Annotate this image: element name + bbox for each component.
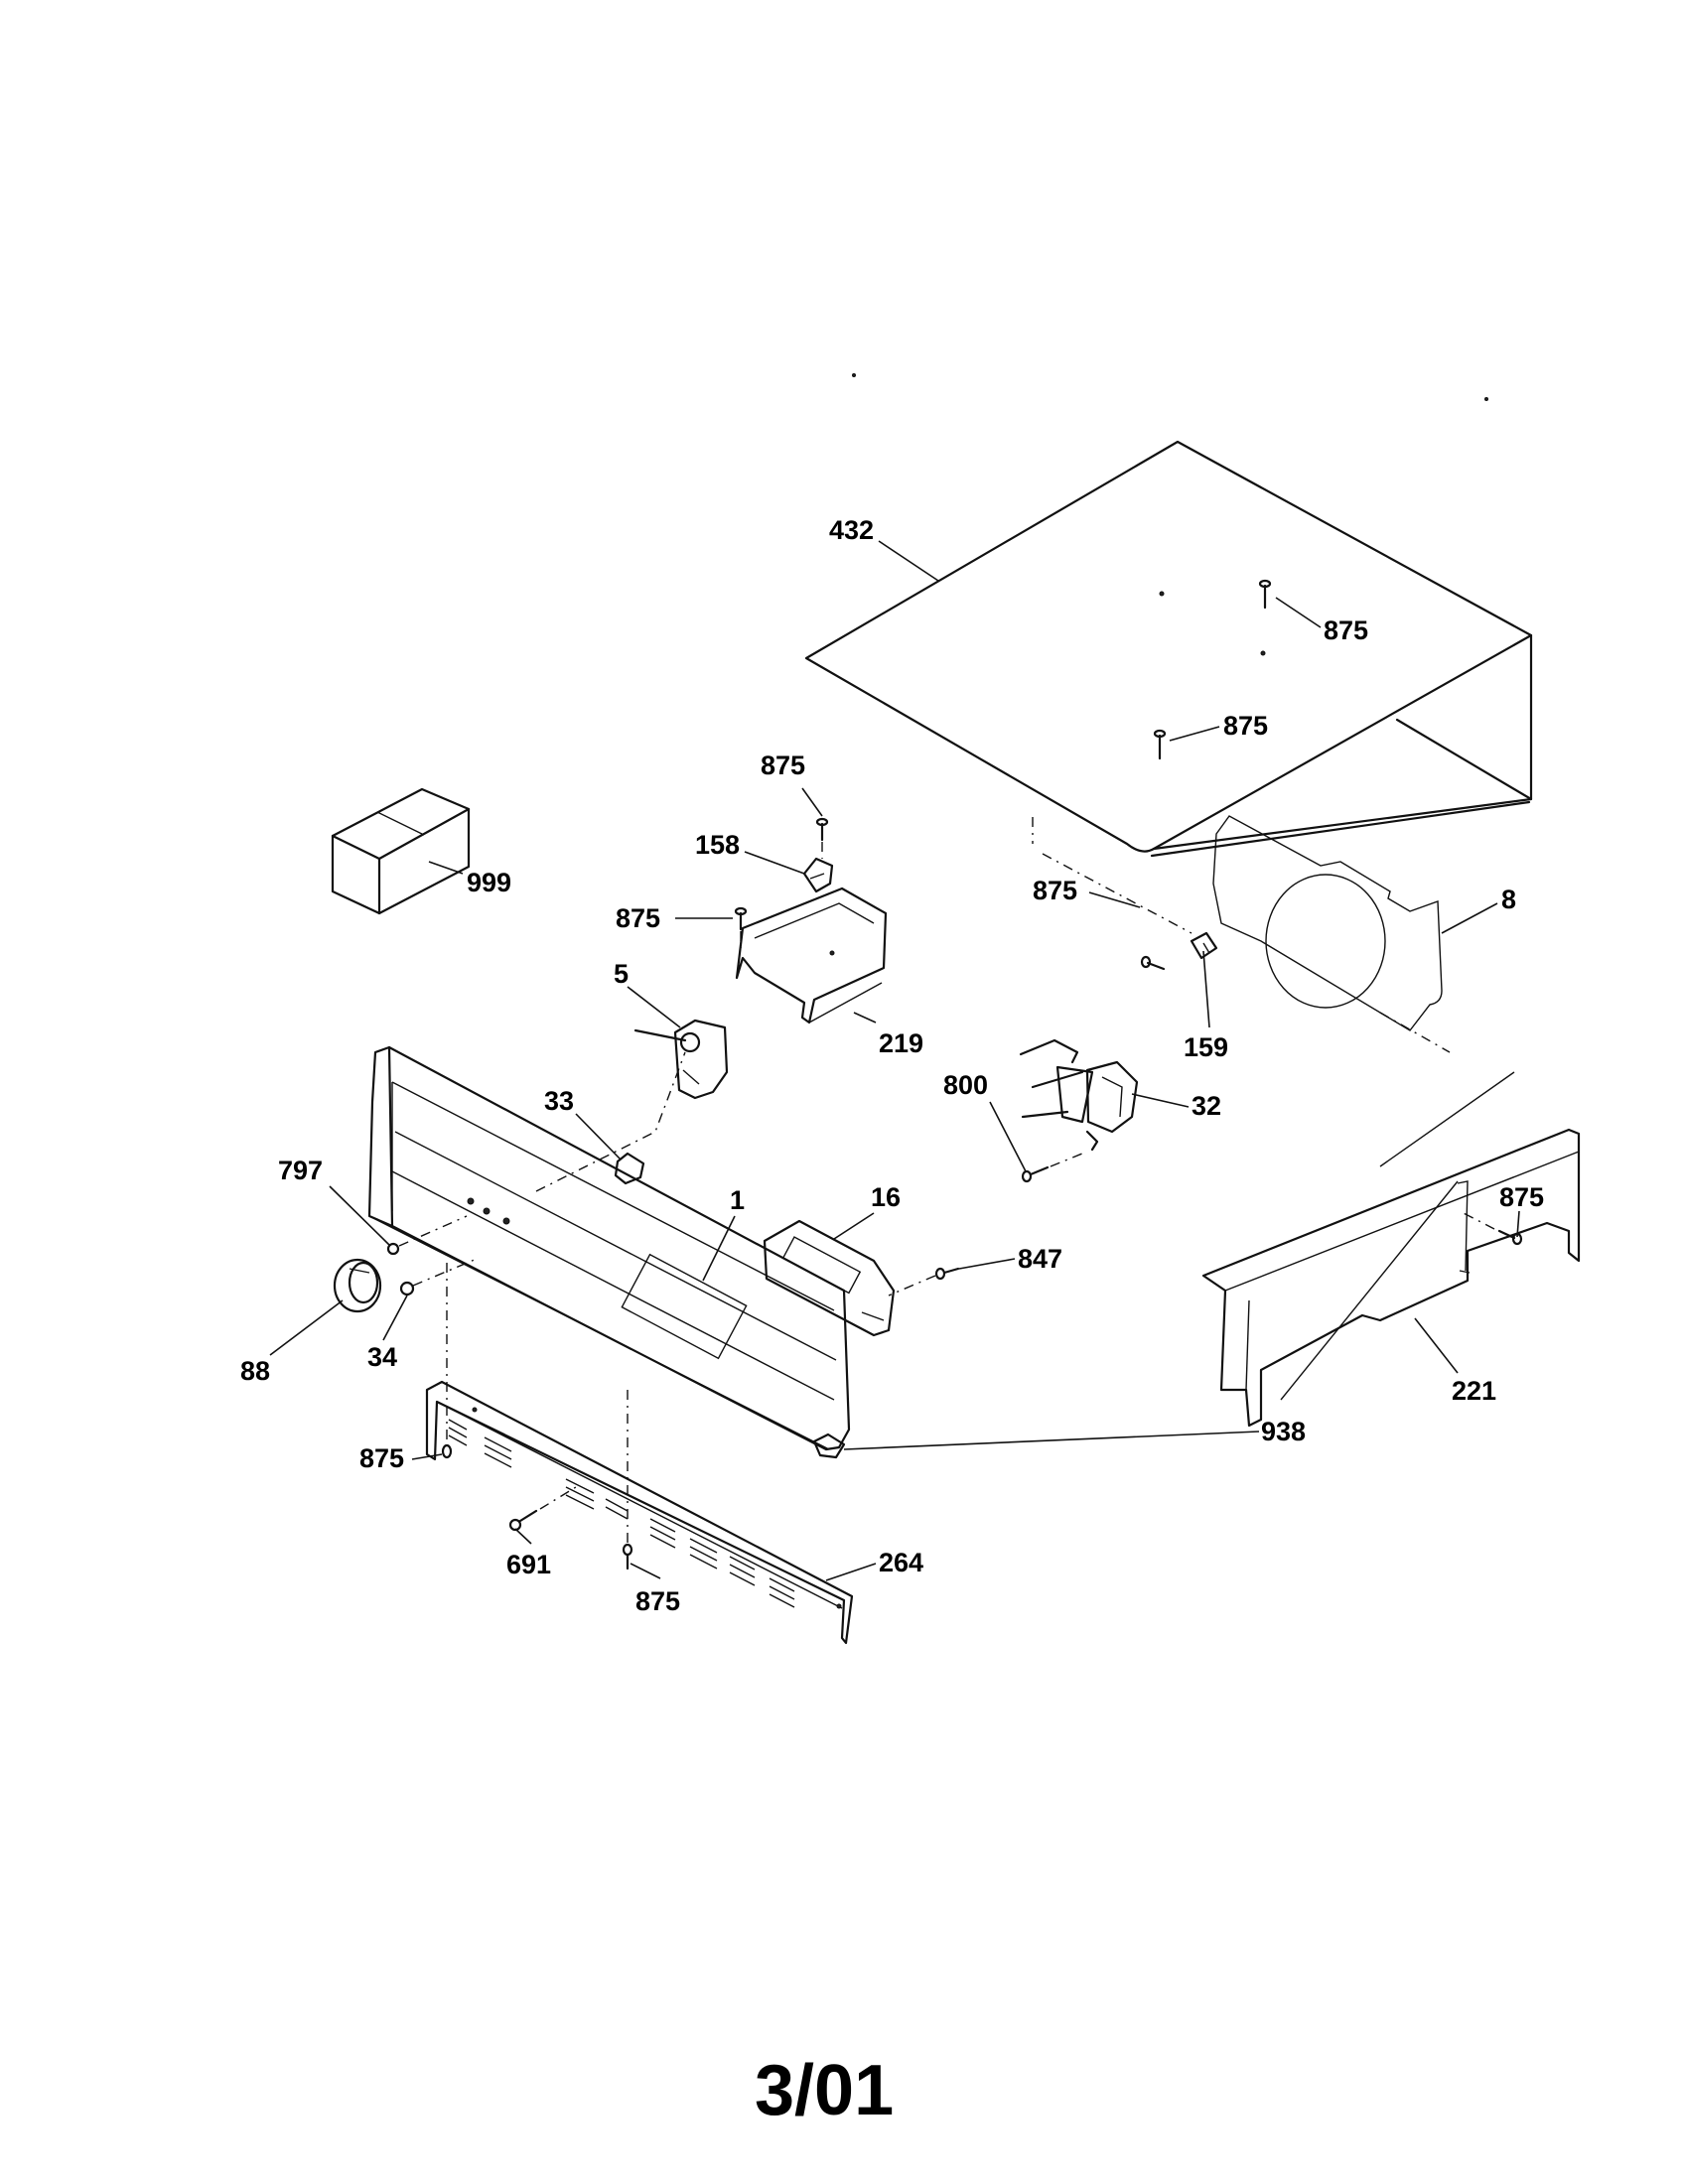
scan-speck: [852, 373, 856, 377]
callout-797: 797: [278, 1156, 323, 1185]
screw-875-g: [441, 1263, 453, 1459]
callout-875: 875: [761, 751, 805, 780]
callout-5: 5: [614, 959, 629, 989]
alignment-line: [1379, 1071, 1515, 1167]
control-panel-1: [367, 1045, 851, 1451]
callout-16: 16: [871, 1182, 901, 1212]
motor-5: [633, 1019, 729, 1100]
knob-88: [333, 1258, 382, 1313]
screw-691: [508, 1486, 577, 1532]
callout-8: 8: [1501, 885, 1516, 914]
screw-875-b: [1153, 729, 1167, 760]
callout-221: 221: [1452, 1376, 1496, 1406]
callout-875: 875: [1324, 615, 1368, 645]
callout-1: 1: [730, 1185, 745, 1215]
callout-800: 800: [943, 1070, 988, 1100]
callout-88: 88: [240, 1356, 270, 1386]
callout-432: 432: [829, 515, 874, 545]
screw-34: [399, 1258, 478, 1297]
display-board-16: [763, 1219, 896, 1337]
callout-158: 158: [695, 830, 740, 860]
callout-875: 875: [359, 1443, 404, 1473]
end-cap-938: [812, 1433, 846, 1459]
side-panel-221: [1201, 1128, 1581, 1428]
callout-264: 264: [879, 1548, 923, 1577]
screw-800: [1021, 1153, 1083, 1183]
alignment-line: [1379, 1012, 1451, 1053]
switch-33: [535, 1051, 686, 1192]
callout-219: 219: [879, 1028, 923, 1058]
screw-875-c: [815, 817, 829, 859]
bracket-159: [1190, 931, 1218, 960]
callout-33: 33: [544, 1086, 574, 1116]
screw-875-f: [1459, 1210, 1523, 1246]
screw-875-h: [622, 1390, 633, 1570]
screw-875-e: [1140, 955, 1166, 971]
scan-speck: [1484, 397, 1488, 401]
callout-999: 999: [467, 868, 511, 897]
callout-32: 32: [1192, 1091, 1221, 1121]
bracket-219: [735, 887, 888, 1024]
revision-date: 3/01: [755, 2051, 894, 2130]
box-999: [331, 787, 471, 915]
callout-159: 159: [1184, 1032, 1228, 1062]
fan-motor-32: [1019, 1038, 1139, 1152]
callout-875: 875: [1223, 711, 1268, 741]
screw-875-d: [734, 906, 748, 948]
screw-797: [386, 1215, 468, 1256]
vent-slots: [448, 1419, 795, 1608]
callout-875: 875: [1499, 1182, 1544, 1212]
callout-875: 875: [635, 1586, 680, 1616]
callout-847: 847: [1018, 1244, 1062, 1274]
screw-875-a: [1258, 579, 1272, 610]
screw-847: [888, 1267, 960, 1297]
callout-691: 691: [506, 1550, 551, 1579]
callout-875: 875: [1033, 876, 1077, 905]
callout-938: 938: [1261, 1417, 1306, 1446]
callout-34: 34: [367, 1342, 397, 1372]
callout-875: 875: [616, 903, 660, 933]
leader-lines: [269, 540, 1520, 1581]
top-panel-432: [804, 440, 1533, 858]
bracket-158: [802, 857, 834, 893]
fan-shroud-8: [1032, 815, 1443, 1031]
